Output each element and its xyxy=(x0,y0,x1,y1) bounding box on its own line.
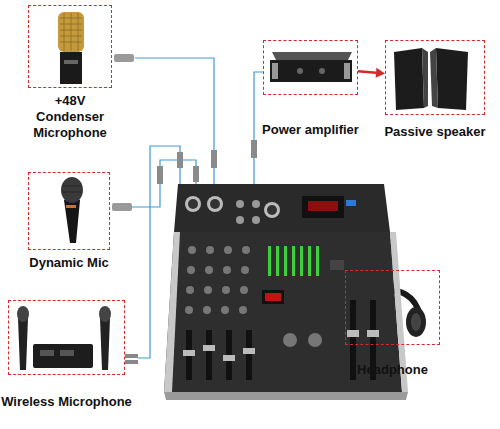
device-label: Passive speaker xyxy=(384,124,485,140)
arrow-head xyxy=(376,68,385,78)
wireless-mic xyxy=(17,306,111,370)
device-label: Wireless Microphone xyxy=(1,394,132,410)
device-label: Headphone xyxy=(357,362,428,378)
dynamic-mic xyxy=(61,177,83,243)
device-box: Wireless Microphone xyxy=(8,300,125,375)
device-box: Dynamic Mic xyxy=(28,172,110,250)
condenser-mic xyxy=(58,12,84,84)
signal-arrow xyxy=(358,68,385,78)
device-label: +48V Condenser Microphone xyxy=(27,93,113,141)
device-box: +48V Condenser Microphone xyxy=(28,5,112,88)
arrow-line xyxy=(358,71,376,72)
passive-speaker xyxy=(394,48,468,110)
device-label: Power amplifier xyxy=(262,122,359,138)
device-label: Dynamic Mic xyxy=(29,255,108,271)
device-box: Headphone xyxy=(345,270,440,345)
device-box: Power amplifier xyxy=(263,40,358,95)
device-box: Passive speaker xyxy=(385,40,485,115)
power-amplifier xyxy=(270,52,352,82)
